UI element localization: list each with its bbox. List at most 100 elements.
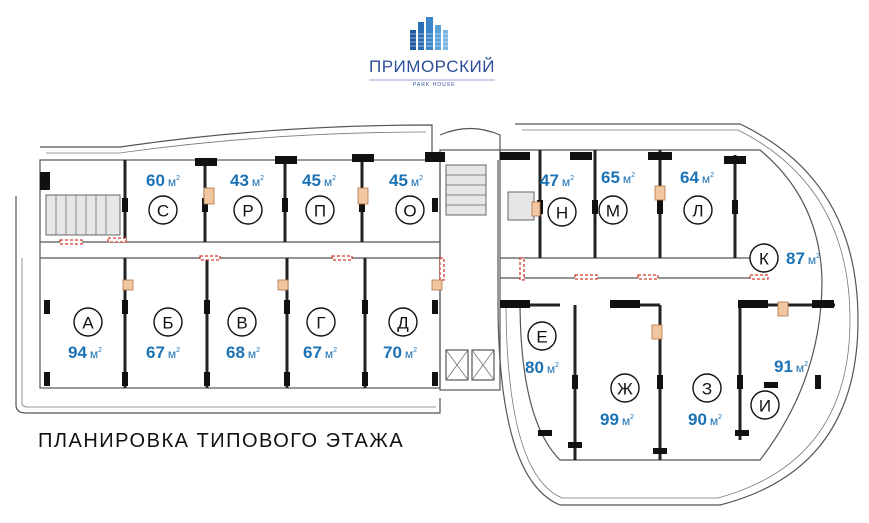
- unit-area-unit: м: [411, 175, 419, 189]
- unit-badge: [395, 195, 425, 225]
- unit-area-value: 60: [146, 171, 165, 190]
- unit-area-unit: м: [623, 172, 631, 186]
- unit-badge: [153, 307, 183, 337]
- unit-badge: [750, 390, 780, 420]
- unit-area-value: 45: [389, 171, 408, 190]
- building-icon: [410, 17, 448, 50]
- unit-letter: Б: [162, 314, 173, 333]
- unit-area-unit: м: [168, 175, 176, 189]
- unit-area-unit: м: [252, 175, 260, 189]
- unit-area-power: 2: [630, 414, 634, 421]
- unit-letter: Д: [397, 314, 409, 333]
- unit-area-unit: м: [324, 175, 332, 189]
- unit-area-value: 43: [230, 171, 249, 190]
- unit-badge: [610, 373, 640, 403]
- unit-letter: Г: [316, 314, 325, 333]
- fire-doors: [59, 237, 769, 281]
- unit-area-value: 94: [68, 343, 87, 362]
- unit-area-value: 87: [786, 249, 805, 268]
- unit-area-power: 2: [176, 175, 180, 182]
- unit-area-value: 45: [302, 171, 321, 190]
- unit-area-power: 2: [419, 175, 423, 182]
- unit-area-unit: м: [325, 347, 333, 361]
- unit-letter: Н: [556, 204, 568, 223]
- unit-area-unit: м: [547, 362, 555, 376]
- unit-badge: [148, 195, 178, 225]
- unit-area-value: 64: [680, 168, 699, 187]
- unit-badge: [388, 307, 418, 337]
- unit-area-power: 2: [570, 175, 574, 182]
- unit-area-power: 2: [804, 361, 808, 368]
- unit-letter: З: [702, 380, 712, 399]
- unit-area-power: 2: [98, 347, 102, 354]
- unit-badge: [527, 321, 557, 351]
- unit-letter: Ж: [617, 380, 633, 399]
- unit-area-power: 2: [710, 172, 714, 179]
- unit-area-unit: м: [562, 175, 570, 189]
- unit-area-power: 2: [256, 347, 260, 354]
- unit-badge: [306, 307, 336, 337]
- unit-badge: [598, 195, 628, 225]
- shafts: [122, 185, 789, 340]
- unit-area-unit: м: [168, 347, 176, 361]
- unit-area-power: 2: [631, 172, 635, 179]
- unit-badge: [73, 307, 103, 337]
- unit-letter: И: [759, 397, 771, 416]
- unit-letter: О: [403, 202, 416, 221]
- unit-area-power: 2: [332, 175, 336, 182]
- unit-area-unit: м: [622, 414, 630, 428]
- unit-area-unit: м: [796, 361, 804, 375]
- unit-area-unit: м: [710, 414, 718, 428]
- unit-letter: А: [82, 314, 94, 333]
- unit-badge: [305, 195, 335, 225]
- unit-area-power: 2: [816, 253, 820, 260]
- unit-area-value: 70: [383, 343, 402, 362]
- unit-letter: Р: [242, 202, 253, 221]
- unit-area-unit: м: [405, 347, 413, 361]
- unit-area-unit: м: [808, 253, 816, 267]
- unit-area-value: 67: [303, 343, 322, 362]
- unit-badge: [547, 197, 577, 227]
- unit-area-power: 2: [333, 347, 337, 354]
- unit-letter: П: [314, 202, 326, 221]
- unit-area-power: 2: [718, 414, 722, 421]
- unit-area-value: 91: [774, 357, 793, 376]
- brand-name: ПРИМОРСКИЙ: [369, 57, 495, 76]
- plan-caption: ПЛАНИРОВКА ТИПОВОГО ЭТАЖА: [38, 430, 404, 452]
- brand-logo: ПРИМОРСКИЙ PARK HOUSE: [369, 17, 495, 88]
- unit-area-value: 47: [540, 171, 559, 190]
- unit-area-power: 2: [176, 347, 180, 354]
- unit-letter: Л: [692, 202, 703, 221]
- unit-letter: В: [236, 314, 247, 333]
